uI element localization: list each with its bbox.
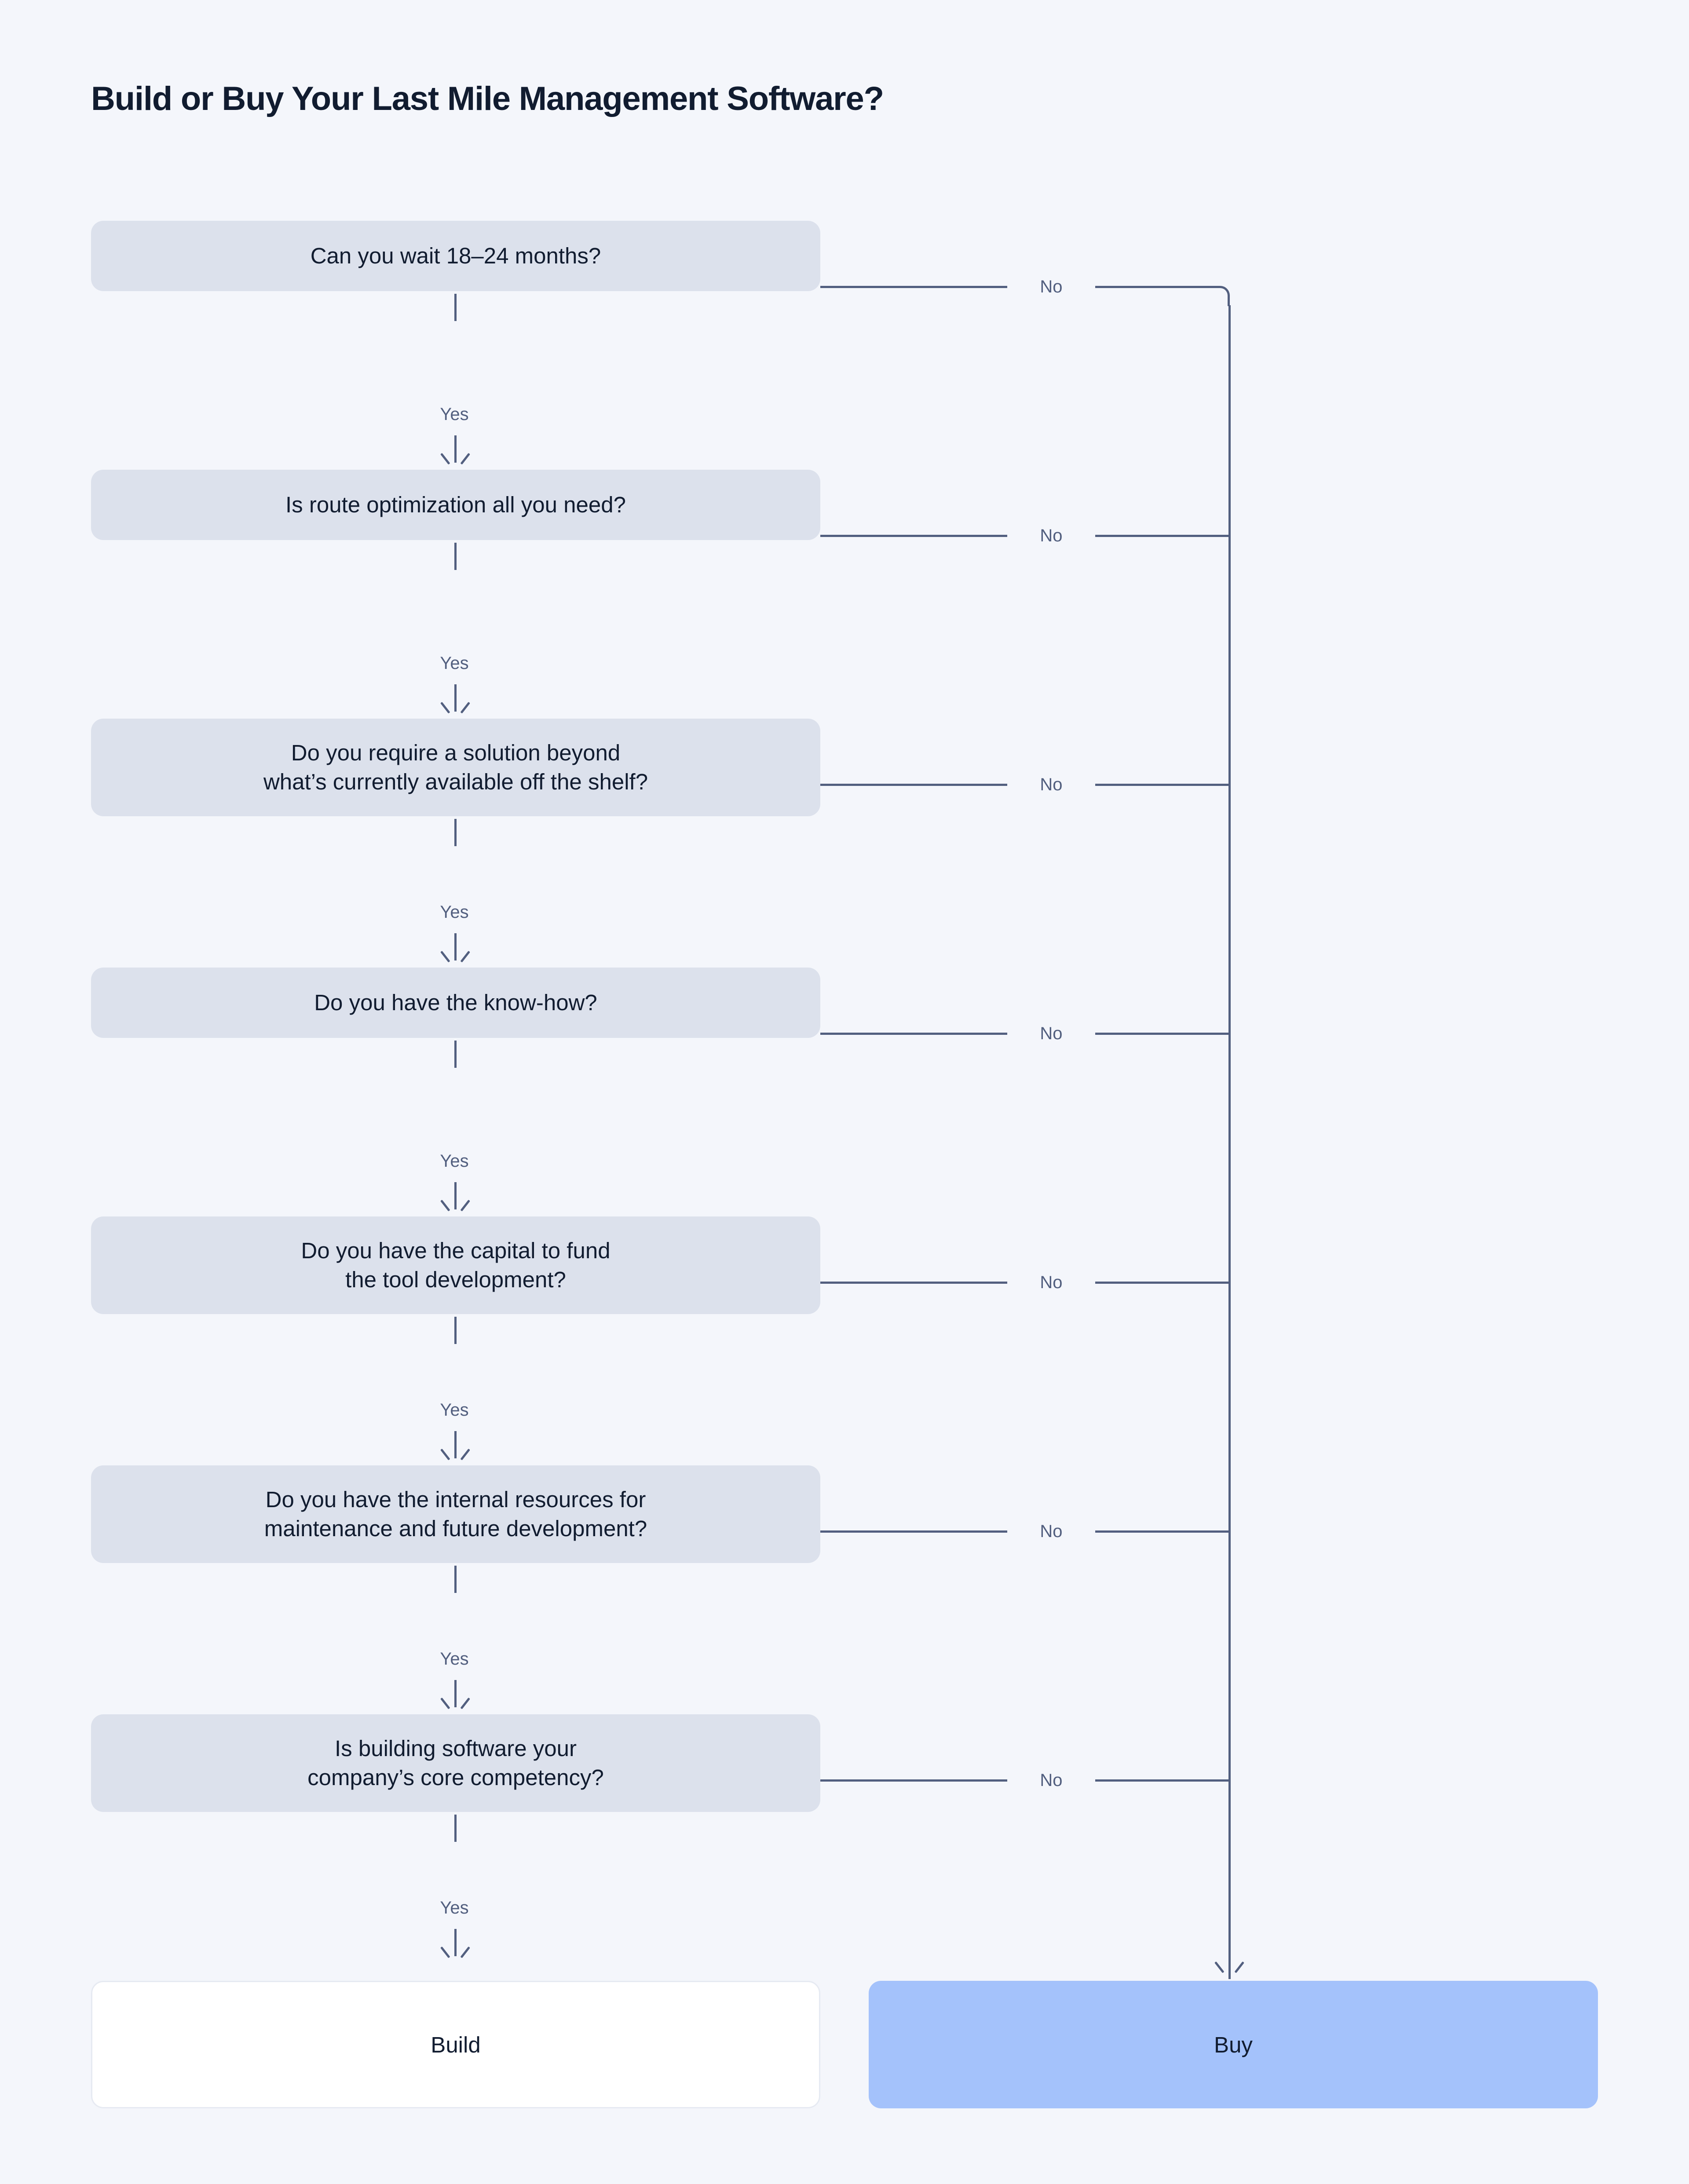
yes-label-7: Yes (440, 1898, 469, 1917)
no-connector-line-6a (820, 1530, 1007, 1533)
no-label-3: No (1040, 775, 1063, 794)
yes-connector-line-4b (454, 1182, 457, 1209)
no-connector-line-4b (1095, 1033, 1230, 1035)
yes-arrow-icon-5 (446, 1446, 464, 1464)
no-connector-line-2a (820, 535, 1007, 537)
no-corner-1 (1210, 286, 1230, 306)
decision-node-text: Do you require a solution beyond what’s … (117, 738, 794, 797)
yes-connector-line-1b (454, 435, 457, 463)
decision-node-text: Is route optimization all you need? (285, 492, 626, 517)
yes-connector-line-6 (454, 1566, 457, 1593)
yes-arrow-icon-3 (446, 949, 464, 966)
no-trunk-arrow-icon (1221, 1959, 1238, 1977)
yes-arrow-icon-7 (446, 1944, 464, 1962)
decision-node-line1: Do you have the internal resources for (265, 1486, 646, 1512)
no-connector-line-3a (820, 784, 1007, 786)
decision-node-text: Do you have the know-how? (314, 990, 597, 1015)
no-label-4: No (1040, 1024, 1063, 1043)
decision-node-line1: Do you require a solution beyond (291, 740, 621, 765)
decision-node-line1: Is building software your (335, 1735, 577, 1761)
decision-node-line2: what’s currently available off the shelf… (263, 769, 648, 794)
yes-label-5: Yes (440, 1400, 469, 1420)
decision-node-know-how[interactable]: Do you have the know-how? (91, 968, 820, 1038)
decision-node-beyond-shelf[interactable]: Do you require a solution beyond what’s … (91, 719, 820, 816)
no-connector-line-5a (820, 1282, 1007, 1284)
outcome-buy-label: Buy (1214, 2032, 1253, 2057)
yes-connector-line-2 (454, 543, 457, 570)
yes-connector-line-7b (454, 1929, 457, 1956)
yes-arrow-icon-6 (446, 1695, 464, 1713)
outcome-buy-box[interactable]: Buy (869, 1981, 1598, 2108)
decision-node-line2: maintenance and future development? (264, 1516, 647, 1541)
no-connector-line-6b (1095, 1530, 1230, 1533)
yes-label-4: Yes (440, 1151, 469, 1171)
no-label-7: No (1040, 1771, 1063, 1790)
no-label-1: No (1040, 277, 1063, 296)
yes-connector-line-5b (454, 1431, 457, 1458)
yes-label-3: Yes (440, 902, 469, 922)
decision-node-text: Do you have the internal resources for m… (117, 1485, 794, 1544)
no-connector-line-1b (1095, 286, 1210, 288)
yes-connector-line-3b (454, 933, 457, 961)
decision-node-route-opt[interactable]: Is route optimization all you need? (91, 470, 820, 540)
yes-label-2: Yes (440, 654, 469, 673)
yes-connector-line-2b (454, 684, 457, 712)
outcome-build-box[interactable]: Build (91, 1981, 820, 2108)
no-connector-line-2b (1095, 535, 1230, 537)
yes-connector-line-6b (454, 1680, 457, 1707)
decision-node-text: Do you have the capital to fund the tool… (117, 1236, 794, 1295)
decision-node-line2: company’s core competency? (307, 1765, 604, 1790)
yes-connector-line-7 (454, 1815, 457, 1842)
no-connector-line-7a (820, 1779, 1007, 1782)
decision-node-wait[interactable]: Can you wait 18–24 months? (91, 221, 820, 291)
no-connector-line-3b (1095, 784, 1230, 786)
yes-arrow-icon-4 (446, 1198, 464, 1215)
decision-node-line1: Do you have the capital to fund (301, 1238, 611, 1263)
no-label-6: No (1040, 1522, 1063, 1541)
no-connector-line-5b (1095, 1282, 1230, 1284)
no-connector-line-1a (820, 286, 1007, 288)
decision-node-text: Is building software your company’s core… (117, 1734, 794, 1793)
outcome-build-label: Build (431, 2032, 481, 2057)
page-title: Build or Buy Your Last Mile Management S… (91, 80, 884, 117)
decision-node-resources[interactable]: Do you have the internal resources for m… (91, 1465, 820, 1563)
no-label-2: No (1040, 526, 1063, 545)
yes-connector-line-1 (454, 294, 457, 321)
yes-connector-line-4 (454, 1041, 457, 1068)
decision-node-core-competency[interactable]: Is building software your company’s core… (91, 1714, 820, 1812)
no-trunk-line (1228, 305, 1231, 1979)
yes-connector-line-3 (454, 819, 457, 846)
decision-node-line2: the tool development? (345, 1267, 566, 1292)
yes-arrow-icon-2 (446, 700, 464, 717)
no-connector-line-4a (820, 1033, 1007, 1035)
yes-arrow-icon-1 (446, 451, 464, 468)
yes-label-1: Yes (440, 405, 469, 424)
yes-label-6: Yes (440, 1649, 469, 1669)
decision-node-capital[interactable]: Do you have the capital to fund the tool… (91, 1216, 820, 1314)
no-connector-line-7b (1095, 1779, 1230, 1782)
decision-node-text: Can you wait 18–24 months? (310, 243, 601, 268)
yes-connector-line-5 (454, 1317, 457, 1344)
no-label-5: No (1040, 1273, 1063, 1292)
